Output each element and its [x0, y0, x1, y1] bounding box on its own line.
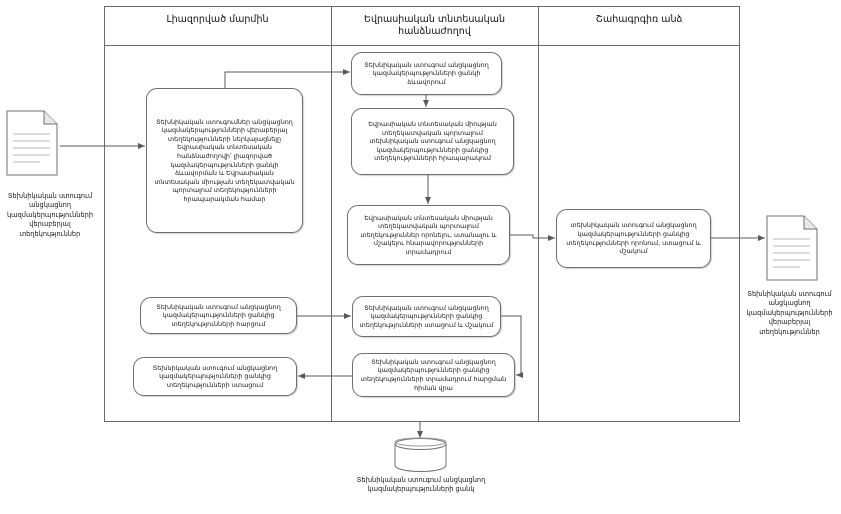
node-commission-provide-on-request[interactable]: Տեխնիկական ստուգում անցկացնող կազմակերպո… — [352, 353, 515, 397]
lane-divider-1 — [331, 6, 332, 422]
lane-title-stakeholder: Շահագրգիռ անձ — [595, 14, 683, 25]
edge-portal-to-stakeholder — [510, 234, 555, 241]
edge-receive-to-provide — [501, 315, 523, 378]
input-document-icon — [6, 110, 58, 176]
node-commission-form-list[interactable]: Տեխնիկական ստուգում անցկացնող կազմակերպո… — [351, 52, 502, 95]
output-document-icon — [766, 215, 818, 281]
edge-authority-to-formlist — [224, 69, 350, 88]
node-commission-publish-label: Եվրասիական տնտեսական միության տեղեկատվակ… — [368, 120, 497, 163]
node-stakeholder-search[interactable]: տեխնիկական ստուգում անցկացնող կազմակերպո… — [556, 209, 711, 268]
output-document-caption: Տեխնիկական ստուգում անցկացնող կազմակերպո… — [746, 290, 833, 336]
node-commission-receive-process-label: Տեխնիկական ստուգում անցկացնող կազմակերպո… — [359, 303, 494, 329]
lane-title-commission: Եվրասիական տնտեսական հանձնաժողով — [364, 14, 505, 37]
node-stakeholder-search-label: տեխնիկական ստուգում անցկացնող կազմակերպո… — [566, 221, 701, 256]
node-commission-provide-on-request-label: Տեխնիկական ստուգում անցկացնող կազմակերպո… — [360, 357, 507, 392]
lane-divider-2 — [538, 6, 539, 422]
node-authority-receive-label: Տեխնիկական ստուգում անցկացնող կազմակերպո… — [152, 363, 278, 389]
node-authority-main[interactable]: Տեխնիկական ստուգումներ անցկացնող կազմակե… — [146, 88, 303, 233]
lane-header-rule — [104, 45, 740, 46]
input-document-caption: Տեխնիկական ստուգում անցկացնող կազմակերպո… — [7, 192, 93, 238]
node-authority-receive[interactable]: Տեխնիկական ստուգում անցկացնող կազմակերպո… — [133, 357, 297, 396]
node-commission-provide-portal[interactable]: Եվրասիական տնտեսական միության տեղեկատվակ… — [347, 205, 510, 265]
lane-title-authority: Լիազորված մարմին — [166, 14, 269, 25]
node-commission-receive-process[interactable]: Տեխնիկական ստուգում անցկացնող կազմակերպո… — [352, 296, 501, 337]
swimlane-frame — [104, 6, 740, 422]
node-authority-main-label: Տեխնիկական ստուգումներ անցկացնող կազմակե… — [154, 117, 295, 203]
node-authority-request-label: Տեխնիկական ստուգում անցկացնող կազմակերպո… — [156, 302, 281, 328]
node-commission-form-list-label: Տեխնիկական ստուգում անցկացնող կազմակերպո… — [364, 60, 489, 86]
node-commission-provide-portal-label: Եվրասիական տնտեսական միության տեղեկատվակ… — [360, 213, 497, 256]
node-commission-publish[interactable]: Եվրասիական տնտեսական միության տեղեկատվակ… — [351, 108, 514, 175]
database-caption: Տեխնիկական ստուգում անցկացնող կազմակերպո… — [356, 476, 486, 494]
node-authority-request[interactable]: Տեխնիկական ստուգում անցկացնող կազմակերպո… — [140, 297, 297, 334]
database-cylinder-icon — [394, 437, 447, 472]
